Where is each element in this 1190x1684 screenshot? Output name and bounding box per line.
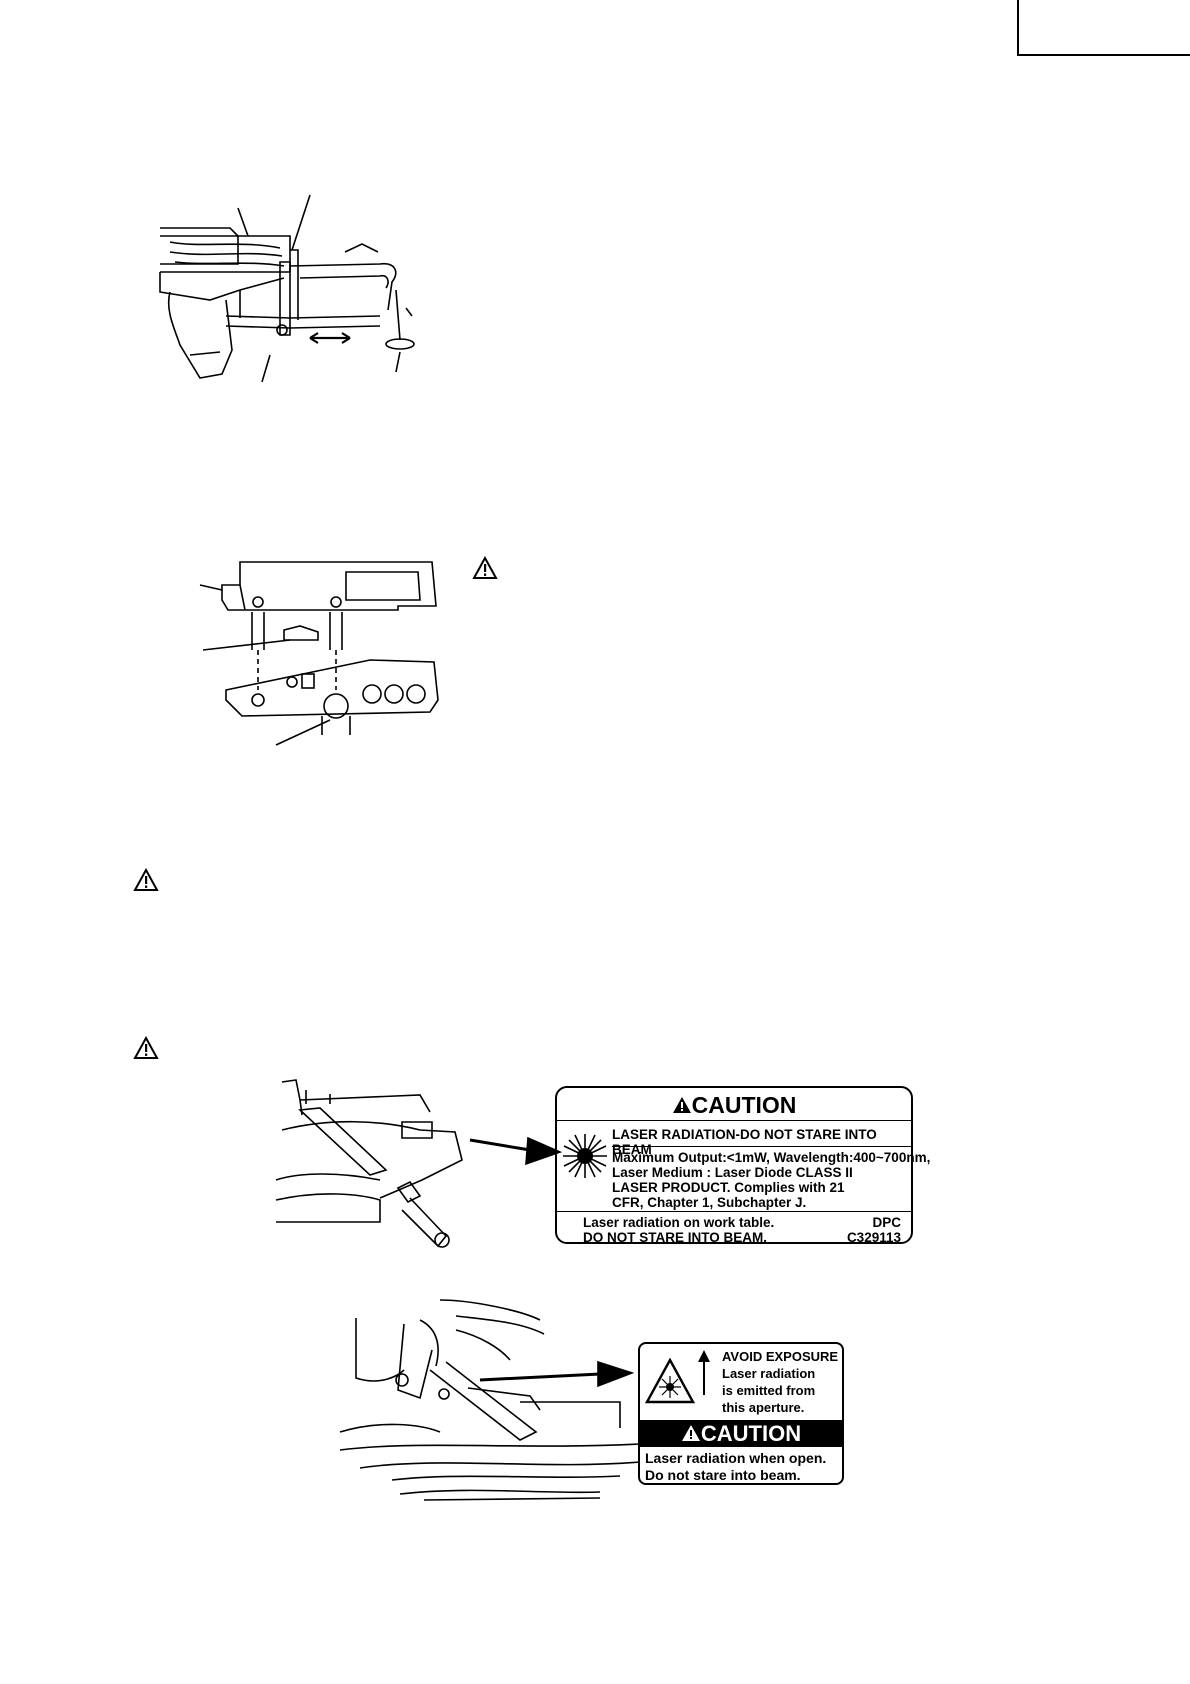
label-footer: Laser radiation on work table. DO NOT ST… — [583, 1215, 775, 1245]
warning-triangle-icon — [472, 555, 498, 585]
warning-triangle-icon — [672, 1097, 691, 1113]
figure-vise-mount — [199, 561, 439, 746]
label-headline: LASER RADIATION-DO NOT STARE INTO BEAM — [612, 1127, 877, 1157]
caution-bar: CAUTION — [640, 1420, 842, 1447]
warning-triangle-icon — [133, 1035, 159, 1065]
laser-warning-triangle-icon — [645, 1358, 695, 1404]
laser-caution-label: CAUTION LASER RADIATION-DO NOT STARE INT… — [555, 1086, 931, 1245]
pointer-arrow-2 — [597, 1360, 635, 1388]
figure-laser-aperture — [339, 1299, 641, 1501]
label2-footer: Laser radiation when open. Do not stare … — [645, 1450, 827, 1483]
label-code: DPC C329113 — [846, 1215, 901, 1245]
pointer-arrow-1 — [525, 1136, 563, 1166]
laser-burst-icon — [563, 1134, 607, 1178]
up-arrow-icon — [698, 1350, 710, 1395]
avoid-exposure-text: AVOID EXPOSURE Laser radiation is emitte… — [722, 1349, 839, 1415]
label-title: CAUTION — [557, 1088, 911, 1121]
aperture-caution-label: AVOID EXPOSURE Laser radiation is emitte… — [638, 1342, 844, 1485]
warning-triangle-icon — [133, 867, 159, 897]
page-number-tab — [1017, 0, 1190, 56]
warning-triangle-icon — [681, 1425, 700, 1441]
figure-saw-table — [275, 1079, 463, 1248]
figure-holder-extension — [159, 194, 415, 383]
label-spec: Maximum Output:<1mW, Wavelength:400~700n… — [612, 1150, 931, 1210]
